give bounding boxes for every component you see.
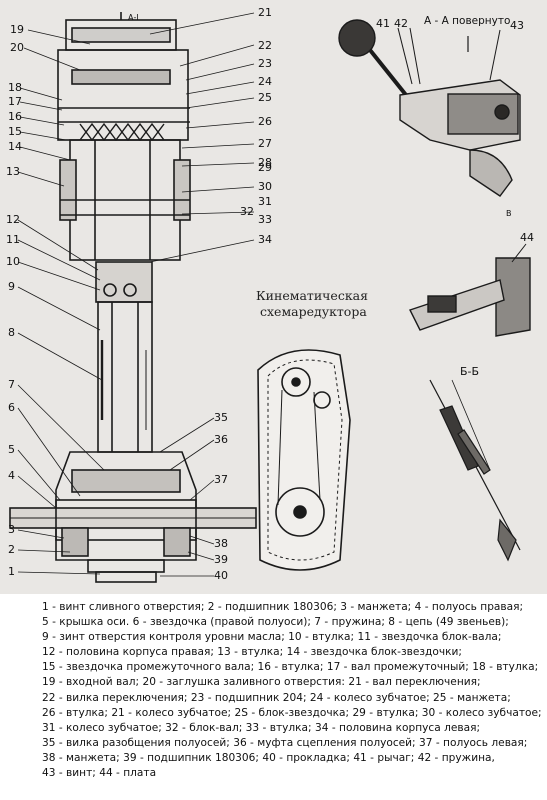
callout-2: 2 xyxy=(8,543,15,556)
legend-line: 22 - вилка переключения; 23 - подшипник … xyxy=(42,691,511,704)
callout-36: 36 xyxy=(214,433,228,446)
scanned-drawing: 19 20 18 17 16 15 14 13 12 11 10 9 8 7 6… xyxy=(0,0,547,594)
callout-38: 38 xyxy=(214,537,228,550)
kinematic-scheme-drawing xyxy=(257,349,351,571)
legend-line: 5 - крышка оси. 6 - звездочка (правой по… xyxy=(42,616,509,629)
callout-23: 23 xyxy=(258,57,272,70)
callout-43: 43 xyxy=(510,19,524,32)
legend-line: 15 - звездочка промежуточного вала; 16 -… xyxy=(42,661,539,674)
callout-9: 9 xyxy=(8,280,15,293)
callout-26: 26 xyxy=(258,115,272,128)
callout-37: 37 xyxy=(214,473,228,486)
callout-11: 11 xyxy=(6,233,20,246)
legend-line: 38 - манжета; 39 - подшипник 180306; 40 … xyxy=(42,751,495,764)
gearbox-drawing xyxy=(9,12,531,583)
leader-lines xyxy=(17,12,255,577)
callout-19: 19 xyxy=(10,23,24,36)
callout-24: 24 xyxy=(258,75,272,88)
callout-12: 12 xyxy=(6,213,20,226)
legend-line: 35 - вилка разобщения полуосей; 36 - муф… xyxy=(42,736,528,749)
callout-27: 27 xyxy=(258,137,272,150)
kinematic-caption-line2: схемаредуктора xyxy=(260,304,367,319)
section-aa-drawing xyxy=(338,19,521,197)
callout-7: 7 xyxy=(8,378,15,391)
callout-28: 28 xyxy=(258,156,272,169)
callout-16: 16 xyxy=(8,110,22,123)
legend-line: 26 - втулка; 21 - колесо зубчатое; 2S - … xyxy=(42,706,542,719)
callout-1: 1 xyxy=(8,565,15,578)
callout-32: 32 xyxy=(240,205,254,218)
callout-30: 30 xyxy=(258,180,272,193)
lower-housing xyxy=(55,451,197,561)
callout-20: 20 xyxy=(10,41,24,54)
callout-5: 5 xyxy=(8,443,15,456)
housing-neck xyxy=(97,301,153,453)
callout-35: 35 xyxy=(214,411,228,424)
callout-18: 18 xyxy=(8,81,22,94)
callout-40: 40 xyxy=(214,569,228,582)
callout-42: 42 xyxy=(394,17,408,30)
callout-6: 6 xyxy=(8,401,15,414)
parts-legend: 1 - винт сливного отверстия; 2 - подшипн… xyxy=(42,600,542,781)
callout-29: 29 xyxy=(258,161,272,174)
callout-14: 14 xyxy=(8,140,22,153)
section-aa-title: А - А повернуто xyxy=(424,15,511,27)
section-bb-drawing xyxy=(429,379,521,562)
callout-21: 21 xyxy=(258,6,272,19)
callout-33: 33 xyxy=(258,213,272,226)
legend-line: 19 - входной вал; 20 - заглушка заливног… xyxy=(42,676,481,689)
callout-4: 4 xyxy=(8,469,15,482)
section-bb-title: Б-Б xyxy=(460,365,480,378)
callout-15: 15 xyxy=(8,125,22,138)
callout-8: 8 xyxy=(8,326,15,339)
callout-39: 39 xyxy=(214,553,228,566)
callout-34: 34 xyxy=(258,233,272,246)
section-a-mark: А-I xyxy=(128,13,139,22)
legend-line: 31 - колесо зубчатое; 32 - блок-вал; 33 … xyxy=(42,721,481,734)
lever-plate-drawing xyxy=(409,243,531,337)
callout-41: 41 xyxy=(376,17,390,30)
callout-17: 17 xyxy=(8,95,22,108)
callout-44: 44 xyxy=(520,231,534,244)
legend-line: 43 - винт; 44 - плата xyxy=(42,767,157,780)
callout-13: 13 xyxy=(6,165,20,178)
callout-31: 31 xyxy=(258,195,272,208)
callout-3: 3 xyxy=(8,523,15,536)
legend-line: 9 - зинт отверстия контроля уровни масла… xyxy=(42,631,502,644)
upper-housing xyxy=(57,49,189,141)
callout-10: 10 xyxy=(6,255,20,268)
reducer-section xyxy=(9,12,257,583)
kinematic-caption-line1: Кинематическая xyxy=(256,288,368,303)
b-mark: В xyxy=(506,209,512,218)
legend-line: 1 - винт сливного отверстия; 2 - подшипн… xyxy=(42,601,524,613)
callout-22: 22 xyxy=(258,39,272,52)
callout-25: 25 xyxy=(258,91,272,104)
legend-line: 12 - половина корпуса правая; 13 - втулк… xyxy=(42,646,462,659)
